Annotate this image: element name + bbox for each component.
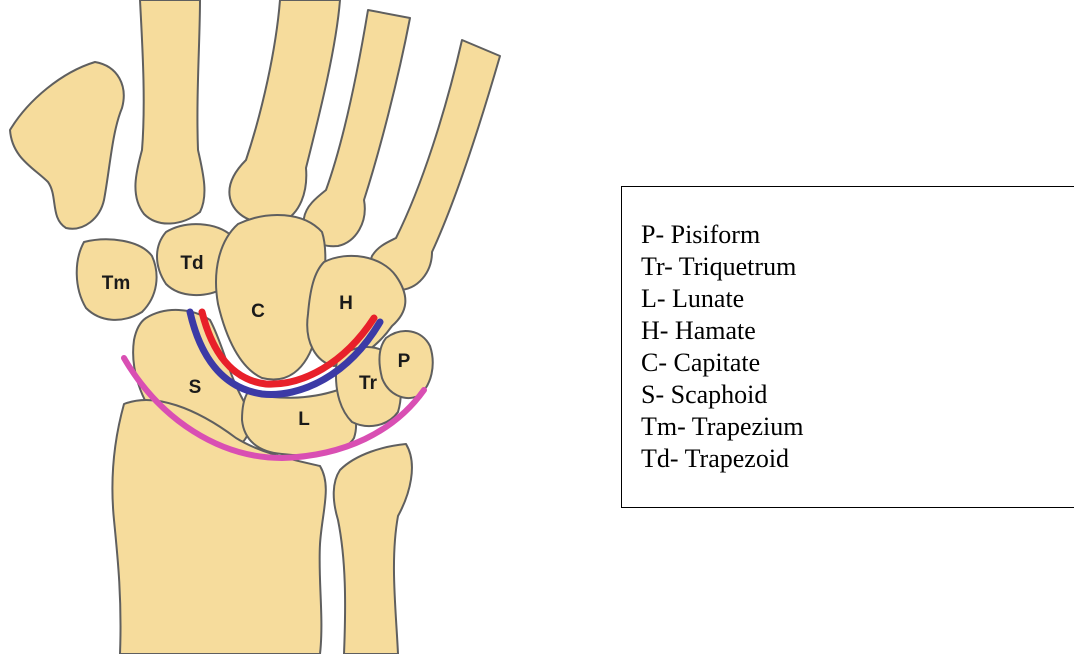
legend-item-hamate: H- Hamate: [641, 315, 1074, 347]
label-triquetrum: Tr: [359, 373, 378, 394]
first-metacarpal: [10, 62, 124, 229]
legend-item-trapezium: Tm- Trapezium: [641, 411, 1074, 443]
label-trapezoid: Td: [180, 253, 203, 274]
legend-box: P- Pisiform Tr- Triquetrum L- Lunate H- …: [621, 186, 1074, 508]
third-metacarpal: [229, 0, 340, 223]
legend-item-scaphoid: S- Scaphoid: [641, 379, 1074, 411]
label-trapezium: Tm: [102, 273, 131, 294]
legend-item-trapezoid: Td- Trapezoid: [641, 443, 1074, 475]
capitate-bone: [216, 215, 325, 379]
legend-item-triquetrum: Tr- Triquetrum: [641, 251, 1074, 283]
label-lunate: L: [298, 409, 310, 430]
legend-item-pisiform: P- Pisiform: [641, 219, 1074, 251]
label-hamate: H: [339, 293, 353, 314]
ulna-bone: [334, 444, 412, 654]
wrist-anatomy-diagram: Tm Td C H P Tr S L: [0, 0, 560, 654]
label-pisiform: P: [398, 351, 411, 372]
legend-item-capitate: C- Capitate: [641, 347, 1074, 379]
second-metacarpal: [135, 0, 204, 224]
label-scaphoid: S: [189, 377, 202, 398]
legend-item-lunate: L- Lunate: [641, 283, 1074, 315]
label-capitate: C: [251, 301, 265, 322]
